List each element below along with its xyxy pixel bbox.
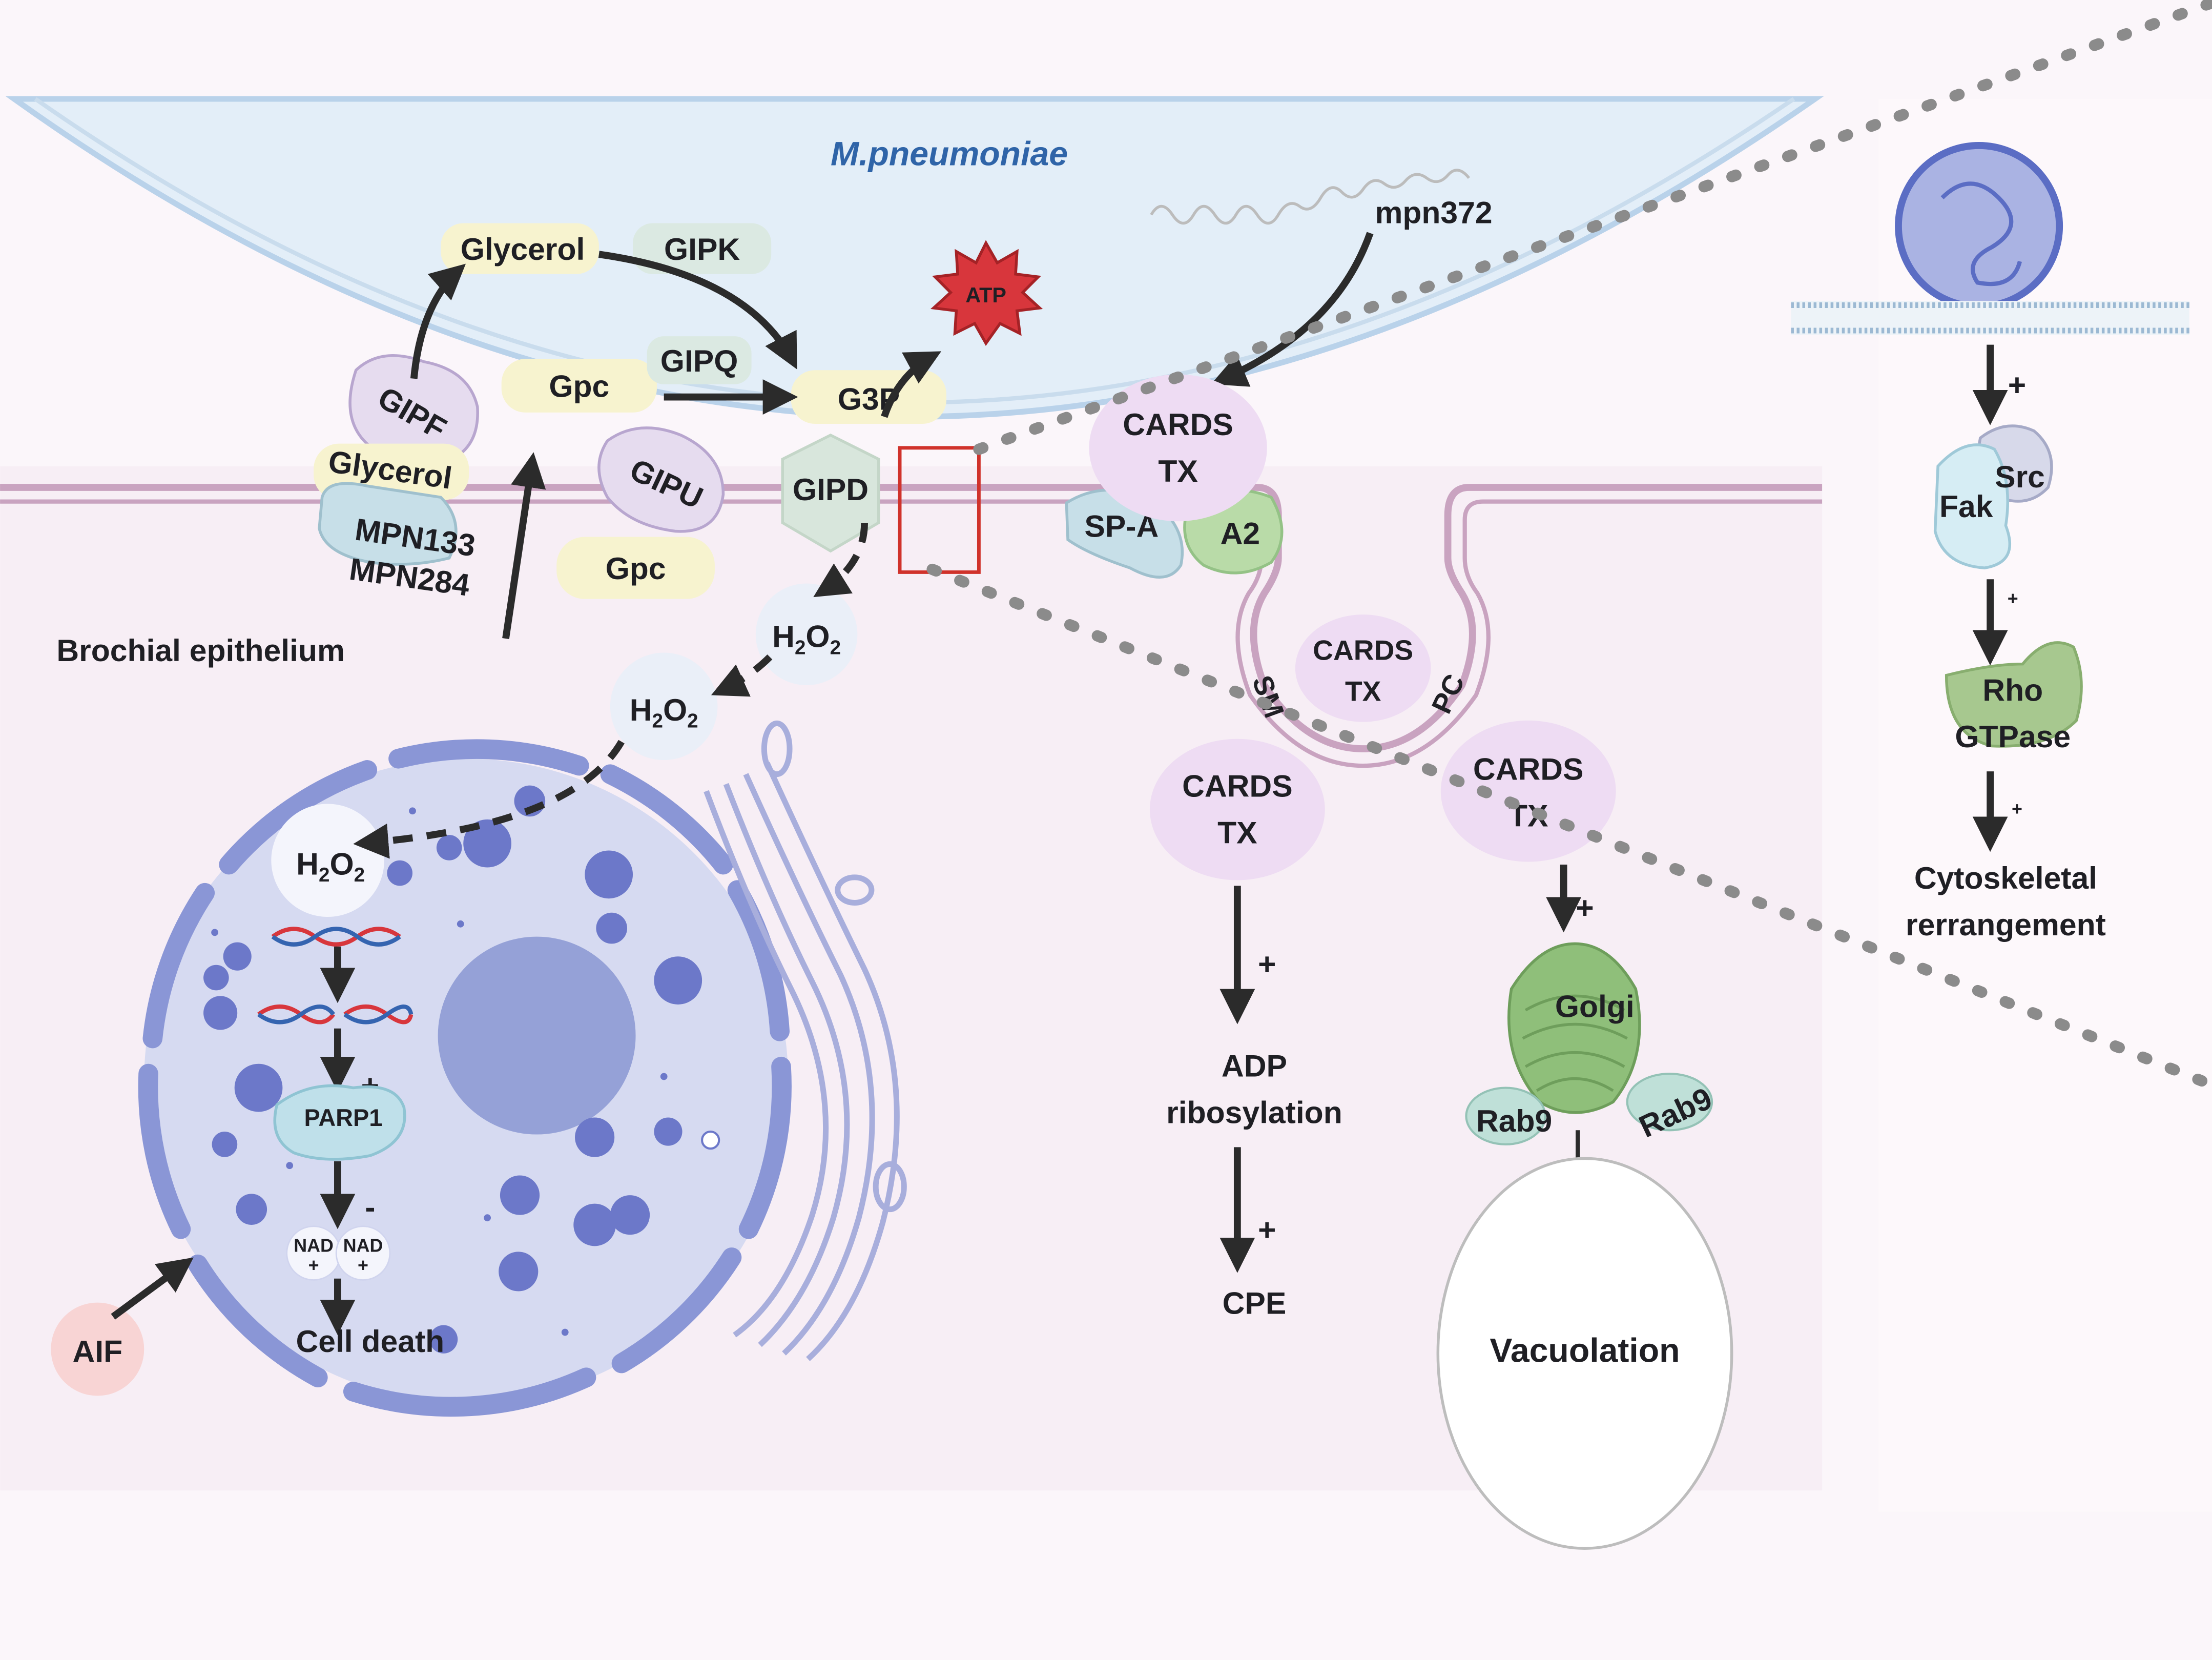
adp-label-line2: ribosylation [1166,1095,1342,1130]
gipk-bg [633,223,772,274]
plus-fak: + [2008,367,2026,402]
nad-plus-1: + [308,1255,319,1276]
plus-golgi: + [1576,890,1594,925]
h2o2-label-a: H2O2 [772,619,841,659]
plus-rho: + [2008,588,2018,609]
gtpase-label: GTPase [1955,719,2071,754]
cards-tx-endosome [1295,614,1431,722]
plus-cyto: + [2012,799,2022,819]
tx-label-left: TX [1217,815,1257,850]
parp1-protein [273,1084,406,1161]
cards-tx-membrane [1089,374,1267,522]
atp-label: ATP [965,283,1006,307]
h2o2-bubble-c [271,804,384,917]
rab9-left-label: Rab9 [1476,1103,1552,1138]
arrow-mpn372-cards [1211,232,1374,387]
glycerol-top-label: Glycerol [461,232,585,267]
nad-plus-2: + [358,1255,368,1276]
golgi-label: Golgi [1555,989,1635,1024]
cards-label-right: CARDS [1473,752,1584,787]
cytoskeletal-label-line1: Cytoskeletal [1914,860,2097,895]
plasma-membrane [0,484,1823,752]
dashed-arrow-gipd-h2o2 [813,522,869,598]
minus-nad: - [365,1190,375,1224]
nuclear-envelope [138,739,792,1417]
endoplasmic-reticulum [704,720,907,1361]
glycerol-top-bg [441,223,599,274]
vacuole [1436,1157,1733,1550]
nad-bubble-2 [335,1225,391,1281]
region-label: Brochial epithelium [56,633,345,668]
fak-protein [1933,443,2011,569]
cytoskeletal-label-line2: rerrangement [1906,907,2106,942]
dashed-arrow-into-nucleus [353,740,625,859]
gipu-protein [597,426,725,533]
plus-adp: + [1258,947,1276,981]
fak-label: Fak [1939,489,1993,524]
gipd-label: GIPD [793,472,869,507]
gpc-top-label: Gpc [549,369,609,404]
mpn-transporter [318,482,458,566]
cards-tx-right [1440,720,1616,862]
arrow-glycerol-to-g3p [598,251,797,370]
vacuolation-label: Vacuolation [1490,1331,1680,1369]
nucleolus [438,936,636,1135]
h2o2-bubble-a [755,583,858,685]
cards-label-membrane: CARDS [1123,407,1233,442]
rho-protein [1945,641,2083,748]
gpc-bottom-bg [556,537,715,599]
gipq-bg [647,336,752,384]
chromatin-dots [203,785,702,1354]
rho-label: Rho [1982,672,2043,707]
src-label: Src [1995,459,2045,494]
cpe-label: CPE [1223,1286,1287,1321]
nad-label-1: NAD [294,1235,334,1256]
organism-title: M.pneumoniae [831,135,1068,173]
plasma-membrane-inner [0,499,1823,768]
dashed-arrow-h2o2-h2o2 [711,654,773,697]
rab9-left-blob [1465,1087,1546,1145]
arrow-g3p-to-atp [881,351,942,418]
gipk-label: GIPK [664,232,740,267]
gipq-label: GIPQ [660,343,738,378]
nad-label-2: NAD [343,1235,383,1256]
mpn372-gene [1150,169,1471,225]
gpc-bottom-label: Gpc [606,551,666,586]
g3p-bg [791,370,947,424]
mpn372-label: mpn372 [1375,195,1492,230]
vesicle-small [701,1130,720,1150]
parp1-label: PARP1 [304,1104,383,1131]
tx-label-endosome: TX [1345,675,1381,707]
zoom-line-top [973,0,2212,455]
plus-cpe: + [1258,1212,1276,1247]
cards-label-endosome: CARDS [1313,634,1413,666]
aif-label: AIF [72,1334,122,1368]
tx-label-membrane: TX [1158,454,1197,488]
arrow-up-membrane [502,452,546,640]
h2o2-bubble-b [610,652,718,761]
host-membrane-bilayer [1791,301,2189,335]
h2o2-label-b: H2O2 [630,692,698,732]
gpc-top-bg [501,359,657,413]
adp-label-line1: ADP [1222,1049,1287,1083]
a2-label: A2 [1221,516,1260,550]
mycoplasma-genome [1940,181,2022,286]
arrow-aif-nucleus [111,1257,194,1320]
aif-bubble [51,1302,144,1396]
dna-helix-intact [271,927,401,947]
atp-burst [930,240,1043,346]
h2o2-label-c: H2O2 [296,846,365,886]
cards-tx-left [1149,739,1325,880]
zoom-line-bottom [926,563,2212,1091]
cell-death-label: Cell death [296,1324,444,1359]
cards-label-left: CARDS [1182,769,1293,804]
golgi-apparatus [1507,942,1641,1114]
dna-helix-damaged [257,1004,414,1024]
gipd-protein [781,433,880,553]
rab9-right-blob [1626,1072,1713,1132]
arrow-gipf-to-glycerol [410,263,466,379]
